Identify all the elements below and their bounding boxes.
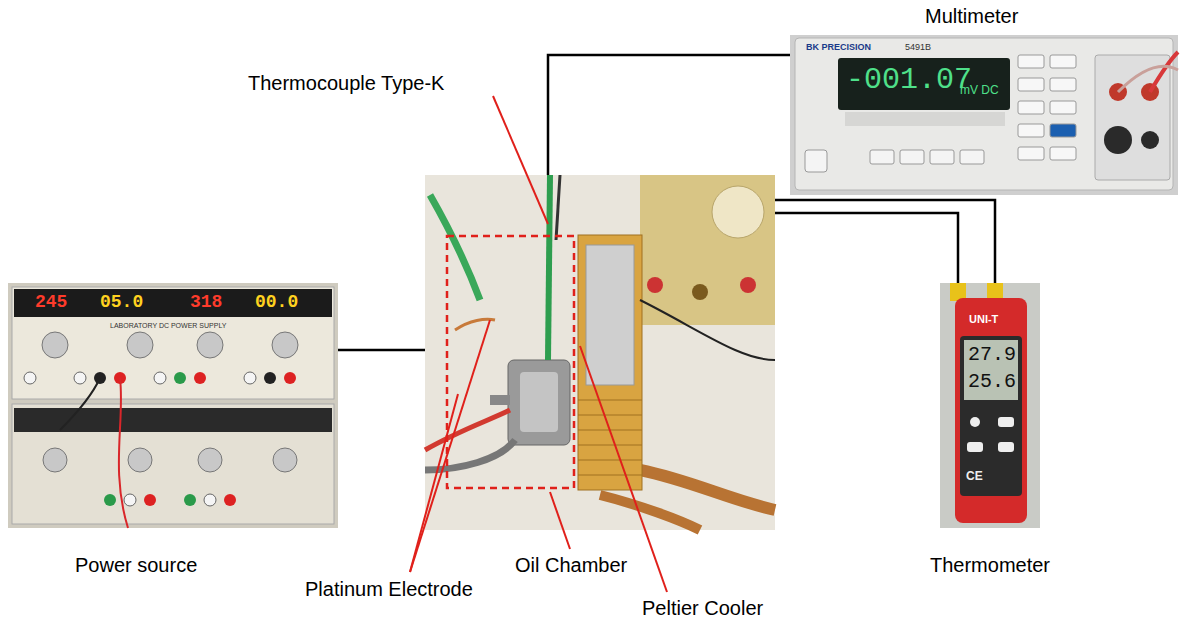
brand-text: BK PRECISION — [806, 43, 871, 53]
display-reading: 245 — [35, 293, 67, 313]
leader-lines — [410, 96, 667, 592]
brand-text: UNI-T — [969, 313, 998, 325]
wire-connector — [338, 349, 425, 352]
display-reading: 27.9 — [968, 344, 1016, 366]
thermometer-photo — [940, 283, 1040, 528]
display-reading: 05.0 — [100, 293, 143, 313]
wire-connector — [775, 200, 995, 283]
display-reading: 25.6 — [968, 371, 1016, 393]
mark-text: CE — [966, 470, 983, 483]
multimeter-photo-box: Multimeter — [790, 35, 1178, 195]
model-text: 5491B — [905, 43, 931, 53]
device-caption: Power source — [75, 553, 197, 577]
device-caption: Thermometer — [930, 553, 1050, 577]
part-label: Platinum Electrode — [305, 578, 473, 600]
device-caption: Multimeter — [925, 4, 1018, 28]
oil-chamber-photo — [425, 175, 775, 530]
oil-chamber-photo-box: Oil Chamber — [425, 175, 775, 530]
part-label: Thermocouple Type-K — [248, 72, 444, 94]
display-unit: mV DC — [960, 84, 999, 97]
display-reading: -001.07 — [846, 64, 972, 97]
display-reading: 00.0 — [255, 293, 298, 313]
power-supply-photo — [8, 283, 338, 528]
multimeter-photo — [790, 35, 1178, 195]
power-source-photo-box: Power source — [8, 283, 338, 528]
device-caption: Oil Chamber — [515, 553, 627, 577]
wire-connector — [775, 213, 958, 283]
wire-connector — [548, 55, 790, 175]
part-label: Peltier Cooler — [642, 597, 763, 619]
display-reading: 318 — [190, 293, 222, 313]
panel-text: LABORATORY DC POWER SUPPLY — [110, 322, 226, 330]
